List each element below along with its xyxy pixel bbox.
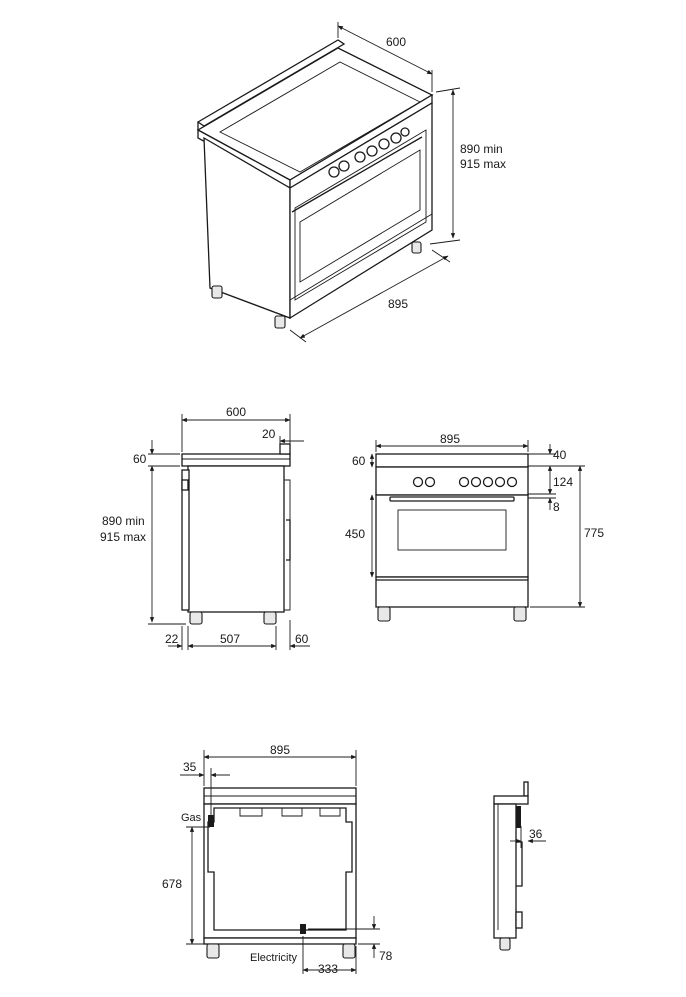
side-bottom-mid-label: 507 [220, 632, 240, 646]
front-right-b-label: 124 [553, 475, 573, 489]
front-right-a-label: 40 [553, 448, 567, 462]
small-side-body [493, 803, 517, 939]
iso-oven-door [294, 129, 427, 301]
small-side-pipe [516, 806, 521, 828]
iso-height-max-label: 915 max [460, 157, 506, 171]
side-bottom-left-label: 22 [165, 632, 179, 646]
rear-body [203, 803, 357, 939]
rear-elec-height-label: 78 [379, 949, 393, 963]
front-control-panel [375, 466, 529, 496]
front-oven-door [375, 494, 529, 578]
front-knobs [412, 476, 518, 488]
rear-offset-label: 35 [183, 760, 197, 774]
iso-knobs [328, 127, 410, 178]
electricity-inlet [300, 924, 306, 934]
front-oven-height-label: 450 [345, 527, 365, 541]
side-cooktop [181, 453, 291, 467]
front-view: 895 60 450 40 124 8 775 [345, 432, 604, 622]
side-view: 600 20 60 890 min 915 max 22 507 60 [100, 405, 310, 650]
small-side-view: 36 [493, 781, 546, 951]
side-bottom-right-label: 60 [295, 632, 309, 646]
rear-electricity-label: Electricity [250, 952, 298, 964]
front-drawer [375, 576, 529, 608]
front-right-total-label: 775 [584, 526, 604, 540]
side-depth-label: 600 [226, 405, 246, 419]
side-top-label: 60 [133, 452, 147, 466]
front-width-label: 895 [440, 432, 460, 446]
rear-gas-height-label: 678 [162, 877, 182, 891]
side-height-max-label: 915 max [100, 530, 146, 544]
iso-width-label: 895 [388, 297, 408, 311]
iso-depth-label: 600 [386, 35, 406, 49]
isometric-view: 600 890 min 915 max 895 [196, 22, 506, 343]
rear-elec-offset-label: 333 [318, 962, 338, 976]
iso-height-min-label: 890 min [460, 142, 503, 156]
front-top-label: 60 [352, 454, 366, 468]
front-right-c-label: 8 [553, 500, 560, 514]
rear-width-label: 895 [270, 743, 290, 757]
side-backguard-label: 20 [262, 427, 276, 441]
front-cooktop [375, 453, 529, 468]
side-body [187, 465, 285, 613]
gas-inlet [208, 815, 214, 827]
rear-view: 895 35 Gas 678 Electricity 333 78 [162, 743, 393, 976]
side-height-min-label: 890 min [102, 514, 145, 528]
small-side-depth-label: 36 [529, 827, 543, 841]
rear-gas-label: Gas [181, 812, 202, 824]
